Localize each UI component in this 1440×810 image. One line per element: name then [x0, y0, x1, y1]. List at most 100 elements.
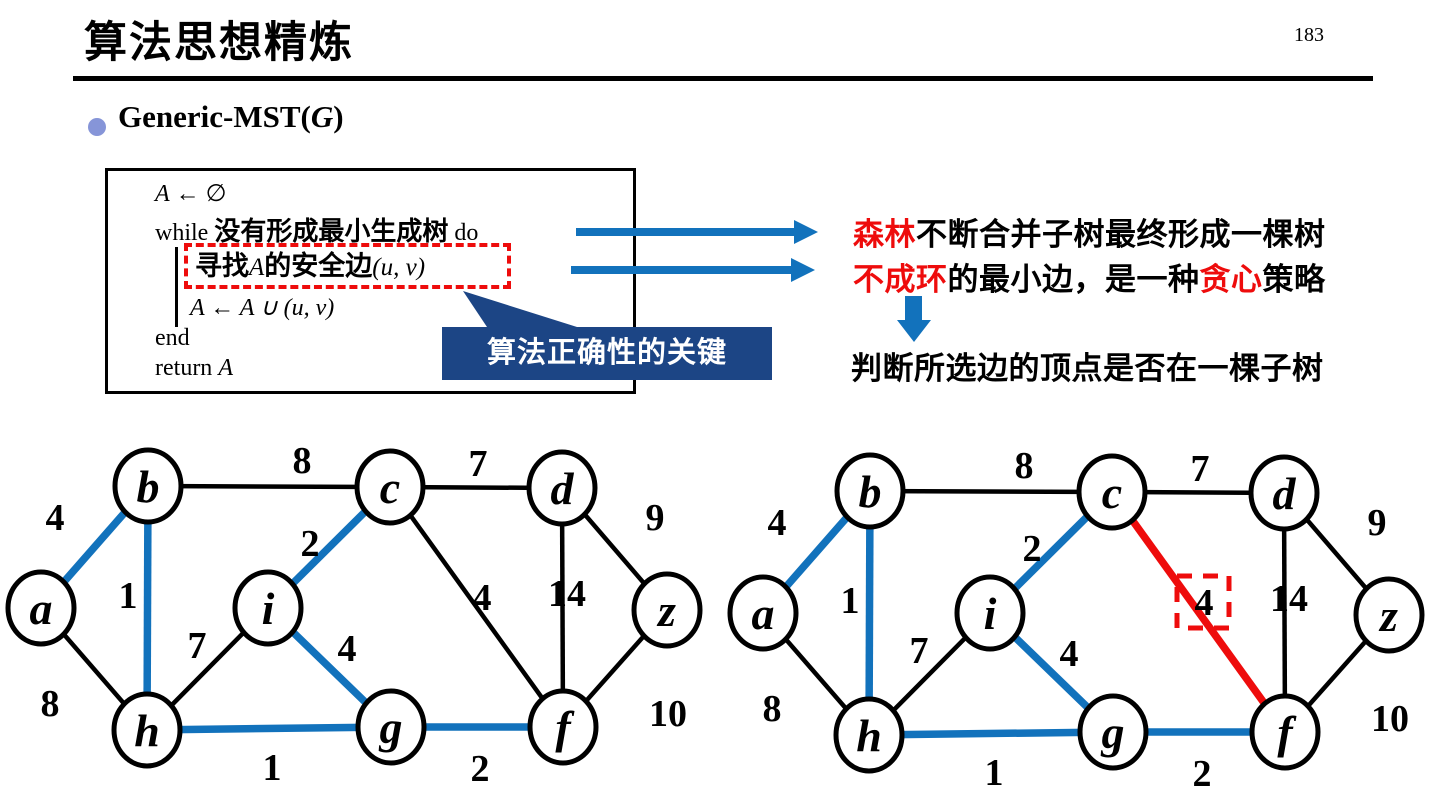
node-label-z: z: [1378, 590, 1398, 641]
node-c: [354, 448, 426, 526]
edge-weight-b-h: 1: [841, 580, 860, 622]
node-label-h: h: [134, 705, 160, 756]
pseudocode-line-while: while 没有形成最小生成树 do: [155, 216, 479, 246]
node-a: [5, 569, 77, 647]
note-forest: 森林不断合并子树最终形成一棵树: [853, 217, 1326, 252]
edge-weight-g-f: 2: [471, 748, 490, 790]
node-label-a: a: [752, 588, 775, 639]
callout-pointer: [463, 291, 577, 327]
node-label-z: z: [656, 585, 676, 636]
edge-b-c: [147, 483, 391, 490]
edge-weight-i-g: 4: [1060, 633, 1079, 675]
edge-weight-b-h: 1: [119, 575, 138, 617]
edge-weight-c-d: 7: [1191, 448, 1210, 490]
node-g: [355, 688, 427, 766]
node-label-b: b: [859, 466, 882, 517]
edge-weight-d-f: 14: [1270, 578, 1308, 620]
safe-edge-highlight-box: 寻找A的安全边(u, v): [184, 243, 511, 289]
node-z: [631, 571, 703, 649]
pseudocode-line-return: return A: [155, 355, 233, 381]
edge-weight-h-g: 1: [985, 752, 1004, 794]
node-z: [1353, 576, 1425, 654]
heading-param: G: [310, 99, 334, 134]
node-d: [526, 449, 598, 527]
edge-weight-a-b: 4: [768, 502, 787, 544]
node-c: [1076, 453, 1148, 531]
node-label-i: i: [984, 588, 997, 639]
edge-weight-h-g: 1: [263, 747, 282, 789]
node-label-d: d: [551, 463, 575, 514]
selected-weight-dashed-box: [1174, 573, 1232, 631]
edge-d-f: [559, 487, 566, 728]
title-divider: [73, 76, 1373, 81]
edge-weight-d-z: 9: [1368, 502, 1387, 544]
node-h: [833, 696, 905, 774]
edge-weight-c-i: 2: [301, 523, 320, 565]
node-f: [527, 688, 599, 766]
edge-weight-i-g: 4: [338, 628, 357, 670]
arrow-shaft: [571, 266, 791, 274]
edge-weight-h-i: 7: [188, 625, 207, 667]
node-label-d: d: [1273, 468, 1297, 519]
page-number: 183: [1294, 24, 1324, 46]
edge-weight-a-h: 8: [41, 683, 60, 725]
edge-b-h: [143, 485, 152, 731]
edge-weight-a-b: 4: [46, 497, 65, 539]
node-label-h: h: [856, 710, 882, 761]
callout-box: 算法正确性的关键: [442, 327, 772, 380]
edge-weight-f-z: 10: [1371, 698, 1409, 740]
edge-weight-d-f: 14: [548, 573, 586, 615]
node-i: [954, 574, 1026, 652]
section-heading: Generic-MST(G): [118, 99, 344, 135]
node-label-i: i: [262, 583, 275, 634]
edge-c-f: [388, 485, 565, 729]
edge-weight-c-d: 7: [469, 443, 488, 485]
pseudocode-line-union: A ← A ∪ (u, v): [190, 295, 335, 321]
down-arrow-icon: [897, 296, 931, 342]
node-label-g: g: [1101, 707, 1125, 758]
node-label-b: b: [137, 461, 160, 512]
node-a: [727, 574, 799, 652]
node-f: [1249, 693, 1321, 771]
node-d: [1248, 454, 1320, 532]
edge-h-g: [868, 728, 1114, 739]
node-i: [232, 569, 304, 647]
pseudocode-line-end: end: [155, 325, 190, 351]
pseudocode-line-init: A ← ∅: [155, 181, 227, 207]
edge-weight-c-f: 4: [1195, 582, 1214, 624]
edge-weight-c-i: 2: [1023, 528, 1042, 570]
pseudocode-box: A ← ∅ while 没有形成最小生成树 do 寻找A的安全边(u, v) A…: [105, 168, 636, 394]
edge-c-f: [1108, 489, 1289, 735]
node-g: [1077, 693, 1149, 771]
edge-weight-b-c: 8: [1015, 445, 1034, 487]
heading-suffix: ): [333, 99, 344, 134]
node-label-g: g: [379, 702, 403, 753]
edge-weight-b-c: 8: [293, 440, 312, 482]
note-no-cycle: 不成环的最小边，是一种贪心策略: [853, 262, 1326, 297]
node-label-f: f: [1277, 707, 1297, 758]
page-title: 算法思想精炼: [84, 19, 354, 67]
arrow-head-icon: [897, 320, 931, 342]
arrow-shaft: [905, 296, 922, 320]
edge-weight-d-z: 9: [646, 497, 665, 539]
node-label-c: c: [380, 462, 400, 513]
loop-indent-bar: [175, 247, 178, 327]
node-label-a: a: [30, 583, 53, 634]
node-b: [834, 452, 906, 530]
node-label-f: f: [555, 702, 575, 753]
node-label-c: c: [1102, 467, 1122, 518]
node-b: [112, 447, 184, 525]
edge-d-f: [1281, 492, 1288, 733]
bullet-icon: [88, 118, 106, 136]
heading-text: Generic-MST(: [118, 99, 311, 134]
edge-weight-c-f: 4: [473, 577, 492, 619]
flow-arrow-top: [576, 220, 818, 244]
arrow-shaft: [576, 228, 794, 236]
edge-b-h: [865, 490, 874, 736]
arrow-head-icon: [791, 258, 815, 282]
arrow-head-icon: [794, 220, 818, 244]
edge-weight-f-z: 10: [649, 693, 687, 735]
